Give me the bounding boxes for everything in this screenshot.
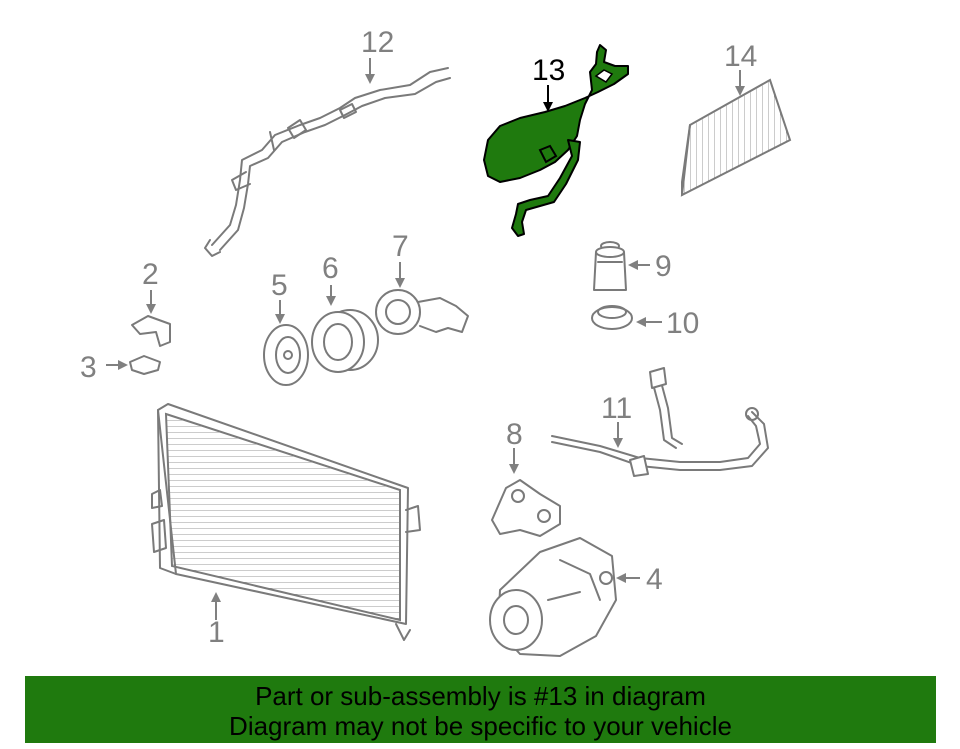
callout-1: 1 (208, 616, 225, 649)
callout-6: 6 (322, 252, 339, 285)
banner-line-1: Part or sub-assembly is #13 in diagram (255, 681, 706, 711)
part-14-filter[interactable] (680, 78, 792, 197)
callout-8: 8 (506, 418, 523, 451)
part-6-pulley[interactable] (311, 309, 379, 373)
callout-4: 4 (646, 563, 663, 596)
callout-11: 11 (601, 392, 632, 425)
part-7-coil[interactable] (375, 289, 469, 335)
callout-3: 3 (80, 351, 97, 384)
callout-9: 9 (655, 250, 672, 283)
banner-line-2: Diagram may not be specific to your vehi… (229, 711, 732, 741)
callout-7: 7 (392, 230, 409, 263)
part-3-nut[interactable] (129, 355, 161, 375)
part-8-bracket[interactable] (491, 479, 561, 537)
part-4-compressor[interactable] (489, 537, 617, 657)
callout-numbers: 12 13 14 2 3 5 6 7 9 10 11 8 4 1 (80, 26, 757, 649)
part-10-ring[interactable] (591, 305, 633, 330)
part-12-tube-assembly[interactable] (204, 67, 451, 257)
part-1-condenser[interactable] (151, 403, 421, 641)
callout-2: 2 (142, 258, 159, 291)
part-5-clutch-plate[interactable] (263, 324, 309, 386)
leader-lines (106, 58, 745, 620)
callout-14: 14 (724, 40, 757, 73)
callout-12: 12 (361, 26, 394, 59)
part-11-hose[interactable] (551, 367, 769, 477)
callout-10: 10 (666, 307, 699, 340)
info-banner: Part or sub-assembly is #13 in diagram D… (25, 676, 936, 743)
part-9-drier[interactable] (593, 241, 627, 291)
callout-13: 13 (532, 54, 565, 87)
part-13-refrigerant-line-highlighted[interactable] (483, 44, 629, 237)
part-2-bracket[interactable] (131, 315, 171, 347)
callout-5: 5 (271, 269, 288, 302)
